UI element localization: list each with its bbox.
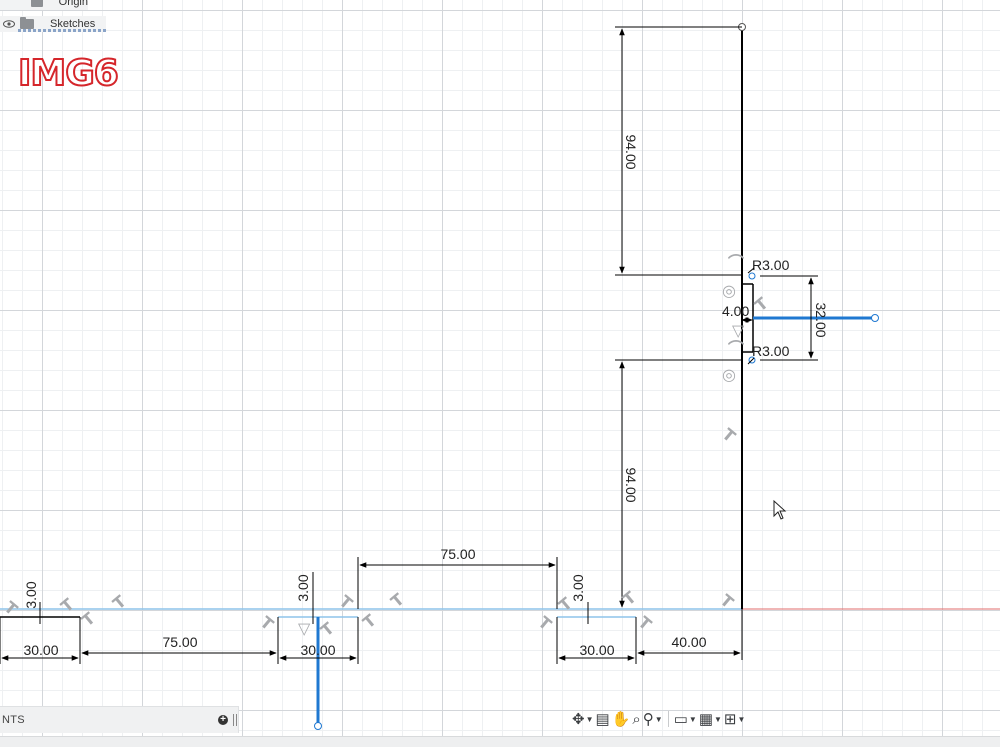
timeline-strip [0,736,1000,747]
chevron-down-icon: ▼ [688,714,697,724]
add-comment-icon[interactable]: + [218,715,228,725]
svg-text:T: T [387,590,408,612]
notch-depth-label[interactable]: 4.00 [722,303,749,319]
svg-text:T: T [359,611,380,633]
svg-text:T: T [78,609,99,631]
svg-text:T: T [317,619,338,641]
thickness-label-right[interactable]: 3.00 [570,574,586,601]
thickness-label-left[interactable]: 3.00 [23,581,39,608]
svg-text:◎: ◎ [722,281,736,300]
dimension-top-vertical[interactable]: 94.00 [615,26,742,276]
svg-text:T: T [535,613,556,635]
chevron-down-icon: ▼ [714,714,722,724]
grid-icon: ▦ [698,711,713,728]
eye-icon[interactable] [2,0,13,7]
dimension-label: 40.00 [671,634,706,650]
look-at-icon: ▤ [595,711,610,728]
dimension-bottom-vertical[interactable]: 94.00 [615,359,742,608]
dimension-width-middle[interactable]: 30.00 [279,617,359,664]
comments-panel[interactable]: NTS + [0,706,239,733]
panel-grip-icon[interactable] [233,714,237,726]
dimension-width-left[interactable]: 30.00 [0,617,81,664]
display-settings-button[interactable]: ▭▼ [674,708,697,730]
folder-icon [31,0,43,7]
orbit-icon: ✥ [572,711,585,728]
comments-label: NTS [2,714,25,726]
pan-icon: ✋ [611,711,631,728]
dimension-spacing-left[interactable]: 75.00 [81,617,279,664]
viewports-button[interactable]: ⊞▼ [724,708,746,730]
dimension-label: 30.00 [300,642,335,658]
folder-icon [20,17,34,29]
svg-text:◎: ◎ [722,365,736,384]
toolbar-divider [667,711,669,727]
dimension-width-end[interactable]: 40.00 [637,609,743,660]
selection-underline [18,29,106,32]
navigation-toolbar: ✥▼ ▤ ✋ ⌕ ⚲▼ ▭▼ ▦▼ ⊞▼ [572,706,810,732]
chevron-down-icon: ▼ [585,714,594,724]
dimension-width-right[interactable]: 30.00 [556,617,637,664]
radius-label-top[interactable]: R3.00 [752,257,790,273]
fit-icon: ⚲ [642,711,654,728]
mouse-cursor [773,499,787,520]
zoom-button[interactable]: ⌕ [632,708,640,730]
sketch-point[interactable] [871,314,879,322]
zoom-icon: ⌕ [632,710,641,728]
svg-text:T: T [109,592,130,614]
dimension-label: 32.00 [813,302,829,337]
browser-item-label: Origin [58,0,88,8]
browser-item-origin[interactable]: Origin [0,0,88,10]
dimension-label: 30.00 [23,642,58,658]
svg-text:T: T [635,613,656,635]
svg-text:T: T [751,294,772,316]
svg-text:▽: ▽ [298,619,311,638]
svg-text:⌒: ⌒ [728,253,744,272]
chevron-down-icon: ▼ [737,714,746,724]
dimension-label: 30.00 [579,642,614,658]
chevron-down-icon: ▼ [654,714,663,724]
sketch-point[interactable] [748,272,756,280]
svg-text:T: T [719,425,740,447]
grid-settings-button[interactable]: ▦▼ [699,708,722,730]
display-settings-icon: ▭ [673,711,688,728]
dimension-spacing-top[interactable]: 75.00 [357,546,558,609]
eye-icon[interactable] [2,19,16,29]
pan-button[interactable]: ✋ [612,708,631,730]
sketch-point[interactable] [314,722,322,730]
dimension-notch-height[interactable]: 32.00 [760,275,829,361]
thickness-label-middle[interactable]: 3.00 [295,574,311,601]
viewports-icon: ⊞ [723,711,737,728]
radius-label-bottom[interactable]: R3.00 [752,343,790,359]
dimension-label: 75.00 [162,634,197,650]
dimension-label: 94.00 [623,467,639,502]
svg-text:T: T [336,592,357,614]
look-at-button[interactable]: ▤ [596,708,610,730]
svg-text:T: T [57,595,78,617]
svg-text:⌒: ⌒ [728,339,744,358]
orbit-button[interactable]: ✥▼ [572,708,594,730]
constraint-glyphs: T T T T T ▽ T T T T T T T T T T ⌒ ◎ T ▽ … [1,253,772,640]
browser-item-label: Sketches [50,18,96,30]
browser-item-sketches[interactable]: Sketches [0,16,106,32]
dimension-label: 94.00 [623,134,639,169]
svg-text:▽: ▽ [732,321,745,340]
dimension-label: 75.00 [440,546,475,562]
image-tag: IMG6 [17,53,120,95]
fit-button[interactable]: ⚲▼ [643,708,663,730]
svg-text:T: T [257,613,278,635]
